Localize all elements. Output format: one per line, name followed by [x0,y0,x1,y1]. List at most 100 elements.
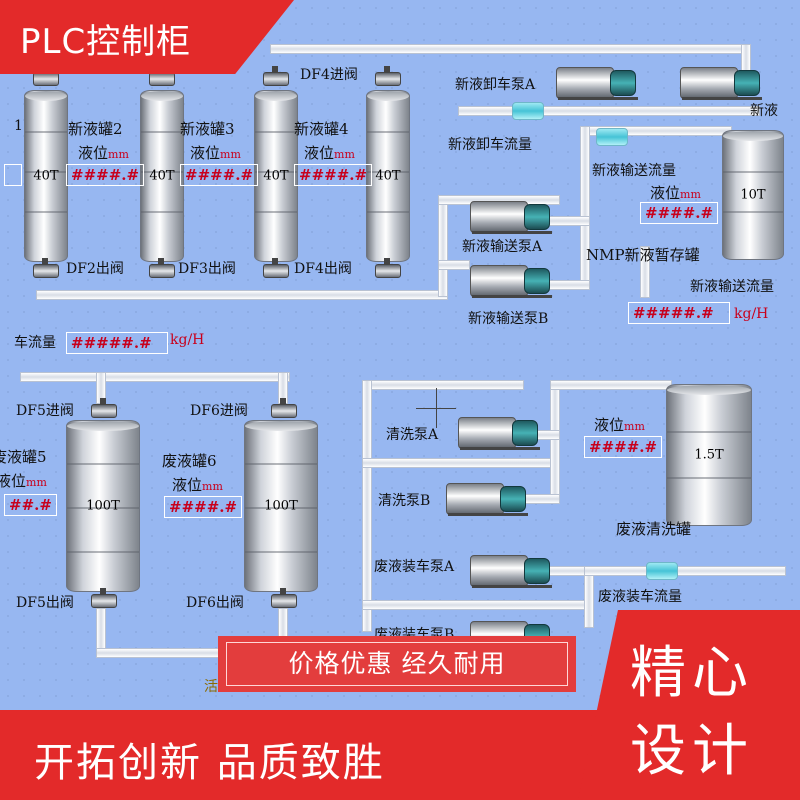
unload-flow-value: #####.# [66,332,168,354]
valve-label-df6-out: DF6出阀 [186,595,244,611]
promo-banner-text: 价格优惠 经久耐用 [288,649,506,678]
valve-icon[interactable] [30,258,60,280]
tank-6-level-value: ####.# [164,496,243,518]
flowmeter-unload-icon [512,102,544,120]
pipe [438,195,448,297]
tank-5: 100T [66,420,140,592]
flowmeter-waste-load-icon [646,562,678,580]
tank-capacity: 1.5T [694,447,724,463]
cleaning-level-label: 液位mm [594,416,645,434]
pipe [362,458,560,468]
tank-5-level-value: ##.# [4,494,57,516]
valve-label-df2-out: DF2出阀 [66,261,124,277]
tank-2-level-value: ####.# [66,164,145,186]
valve-df5-in-icon[interactable] [88,398,118,420]
tank-capacity: 40T [263,168,289,184]
tank-6-name: 废液罐6 [162,452,217,470]
valve-df5-out-icon[interactable] [88,588,118,610]
pump-label-clean-b: 清洗泵B [378,493,431,509]
valve-icon[interactable] [260,66,290,88]
tank-3-level-value: ####.# [180,164,259,186]
tank-capacity: 40T [33,168,59,184]
pump-label-unload-b: 新液 [750,103,778,119]
flow-label-partial: 车流量 [14,335,56,351]
valve-label-df5-out: DF5出阀 [16,595,74,611]
pump-load-a-icon[interactable] [470,552,558,588]
valve-label-df3-out: DF3出阀 [178,261,236,277]
corner-promo-badge: 精心 设计 [578,610,800,800]
tank-1: 40T [24,90,68,262]
pipe [36,290,448,300]
valve-df4-in-icon[interactable] [372,66,402,88]
pump-label-transfer-a: 新液输送泵A [462,239,543,255]
valve-icon[interactable] [146,258,176,280]
tank-4-level-label: 液位mm [304,144,355,162]
valve-label-df4-in: DF4进阀 [300,67,358,83]
promo-banner: 价格优惠 经久耐用 [218,636,576,692]
pump-transfer-a-icon[interactable] [470,198,558,234]
pipe [584,566,786,576]
corner-title-badge: PLC控制柜 [0,0,294,74]
pump-unload-a-icon[interactable] [556,64,644,100]
pump-unload-b-icon[interactable] [680,64,768,100]
pump-clean-b-icon[interactable] [446,480,534,516]
valve-df6-in-icon[interactable] [268,398,298,420]
nmp-tank-name: NMP新液暂存罐 [586,246,700,264]
flow-unit: kg/H [170,332,205,348]
pipe [550,380,672,390]
crosshair-cursor-icon [416,388,456,428]
tank-5-level-label: 液位mm [0,472,47,490]
pump-transfer-b-icon[interactable] [470,262,558,298]
pump-label-transfer-b: 新液输送泵B [468,311,549,327]
tank-capacity: 40T [375,168,401,184]
tank-capacity: 100T [264,498,298,514]
tank-capacity: 40T [149,168,175,184]
bottom-promo-text: 开拓创新 品质致胜 [34,740,385,786]
pump-label-clean-a: 清洗泵A [386,427,439,443]
transfer-flow-value: #####.# [628,302,730,324]
tank-2-name: 新液罐2 [68,120,123,138]
tank-2-level-label: 液位mm [78,144,129,162]
tank-5-name: 废液罐5 [0,448,47,466]
valve-icon[interactable] [260,258,290,280]
flow-label-waste-load: 废液装车流量 [598,589,682,605]
pipe [362,600,594,610]
tank-3-level-label: 液位mm [190,144,241,162]
tank-cleaning: 1.5T [666,384,752,526]
pump-clean-a-icon[interactable] [458,414,546,450]
flow-label-transfer-right: 新液输送流量 [690,279,774,295]
pipe [96,648,228,658]
valve-label-df5-in: DF5进阀 [16,403,74,419]
nmp-level-label: 液位mm [650,184,701,202]
tank-6: 100T [244,420,318,592]
tank-capacity: 10T [740,187,766,203]
cleaning-level-value: ####.# [584,436,663,458]
tank-6-level-label: 液位mm [172,476,223,494]
corner-promo-line2: 设计 [630,719,754,784]
pump-label-load-a: 废液装车泵A [374,559,455,575]
pipe [438,260,470,270]
valve-icon[interactable] [372,258,402,280]
cut-text-bottom: 活 [204,679,218,695]
tank-4: 40T [366,90,410,262]
tank-capacity: 100T [86,498,120,514]
tank-2: 40T [140,90,184,262]
nmp-level-value: ####.# [640,202,719,224]
corner-promo-line1: 精心 [630,641,754,706]
tank-nmp: 10T [722,130,784,260]
flow-label-unload: 新液卸车流量 [448,137,532,153]
tank-4-level-value: ####.# [294,164,373,186]
flow-unit: kg/H [734,306,769,322]
pipe [458,106,760,116]
pipe [270,44,742,54]
pipe [640,246,650,298]
cleaning-tank-name: 废液清洗罐 [616,520,692,538]
flowmeter-transfer-icon [596,128,628,146]
valve-label-df4-out: DF4出阀 [294,261,352,277]
valve-df6-out-icon[interactable] [268,588,298,610]
tank-1-level-value-partial [4,164,22,186]
flow-label-transfer-top: 新液输送流量 [592,163,676,179]
pump-label-unload-a: 新液卸车泵A [455,77,536,93]
tank-1-name-partial: 1 [14,118,23,134]
